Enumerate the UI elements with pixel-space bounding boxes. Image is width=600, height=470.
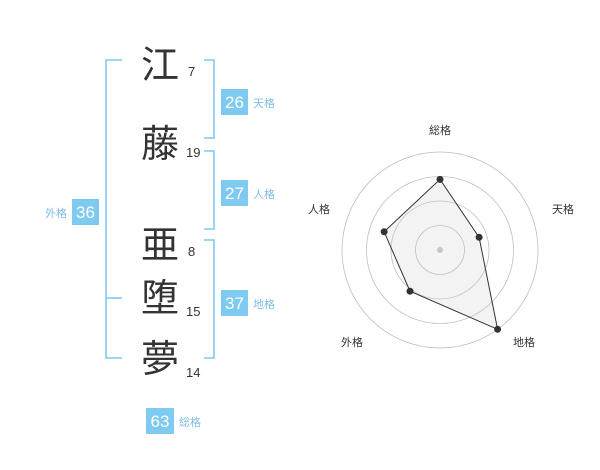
gaikaku-badge: 36 外格 xyxy=(45,199,99,225)
chikaku-badge: 37 地格 xyxy=(221,290,275,316)
given-strokes-1: 8 xyxy=(188,244,195,259)
radar-area xyxy=(383,178,499,331)
jinkaku-bracket xyxy=(204,150,215,230)
axis-label-tenkaku: 天格 xyxy=(552,202,574,216)
chikaku-bracket xyxy=(204,239,215,359)
name-column: 江 7 藤 19 亜 8 堕 15 夢 14 xyxy=(141,43,200,381)
given-strokes-2: 15 xyxy=(186,304,200,319)
soukaku-label: 総格 xyxy=(179,415,201,429)
gaikaku-bracket xyxy=(105,59,122,359)
radar-point-3 xyxy=(494,325,502,333)
jinkaku-badge: 27 人格 xyxy=(221,180,275,206)
radar-point-1 xyxy=(436,175,444,183)
radar-ring-4 xyxy=(341,151,539,349)
surname-char-1: 江 xyxy=(141,43,179,87)
radar-point-5 xyxy=(380,228,388,236)
tenkaku-badge: 26 天格 xyxy=(221,89,275,115)
jinkaku-value: 27 xyxy=(225,184,244,203)
given-char-3: 夢 xyxy=(141,337,179,381)
radar-chart: 総格 天格 地格 外格 人格 xyxy=(308,123,574,349)
radar-ring-2 xyxy=(390,200,490,300)
soukaku-value: 63 xyxy=(151,412,170,431)
given-char-1: 亜 xyxy=(141,223,179,267)
gaikaku-value: 36 xyxy=(76,203,95,222)
gaikaku-label: 外格 xyxy=(45,206,67,220)
axis-label-soukaku: 総格 xyxy=(429,123,451,137)
tenkaku-label: 天格 xyxy=(253,96,275,110)
radar-points xyxy=(380,175,502,333)
radar-ring-1 xyxy=(415,225,465,275)
chikaku-value: 37 xyxy=(225,294,244,313)
chikaku-label: 地格 xyxy=(253,297,275,311)
given-char-2: 堕 xyxy=(141,276,179,320)
tenkaku-bracket xyxy=(204,59,215,139)
tenkaku-value: 26 xyxy=(225,93,244,112)
surname-char-2: 藤 xyxy=(141,122,179,166)
axis-label-chikaku: 地格 xyxy=(513,335,535,349)
radar-point-4 xyxy=(406,287,414,295)
surname-strokes-1: 7 xyxy=(188,64,195,79)
axis-label-gaikaku: 外格 xyxy=(341,335,363,349)
axis-label-jinkaku: 人格 xyxy=(308,202,330,216)
radar-center xyxy=(437,247,443,253)
surname-strokes-2: 19 xyxy=(186,145,200,160)
given-strokes-3: 14 xyxy=(186,365,200,380)
radar-point-2 xyxy=(475,233,483,241)
jinkaku-label: 人格 xyxy=(253,187,275,201)
soukaku-badge: 63 総格 xyxy=(146,408,201,434)
